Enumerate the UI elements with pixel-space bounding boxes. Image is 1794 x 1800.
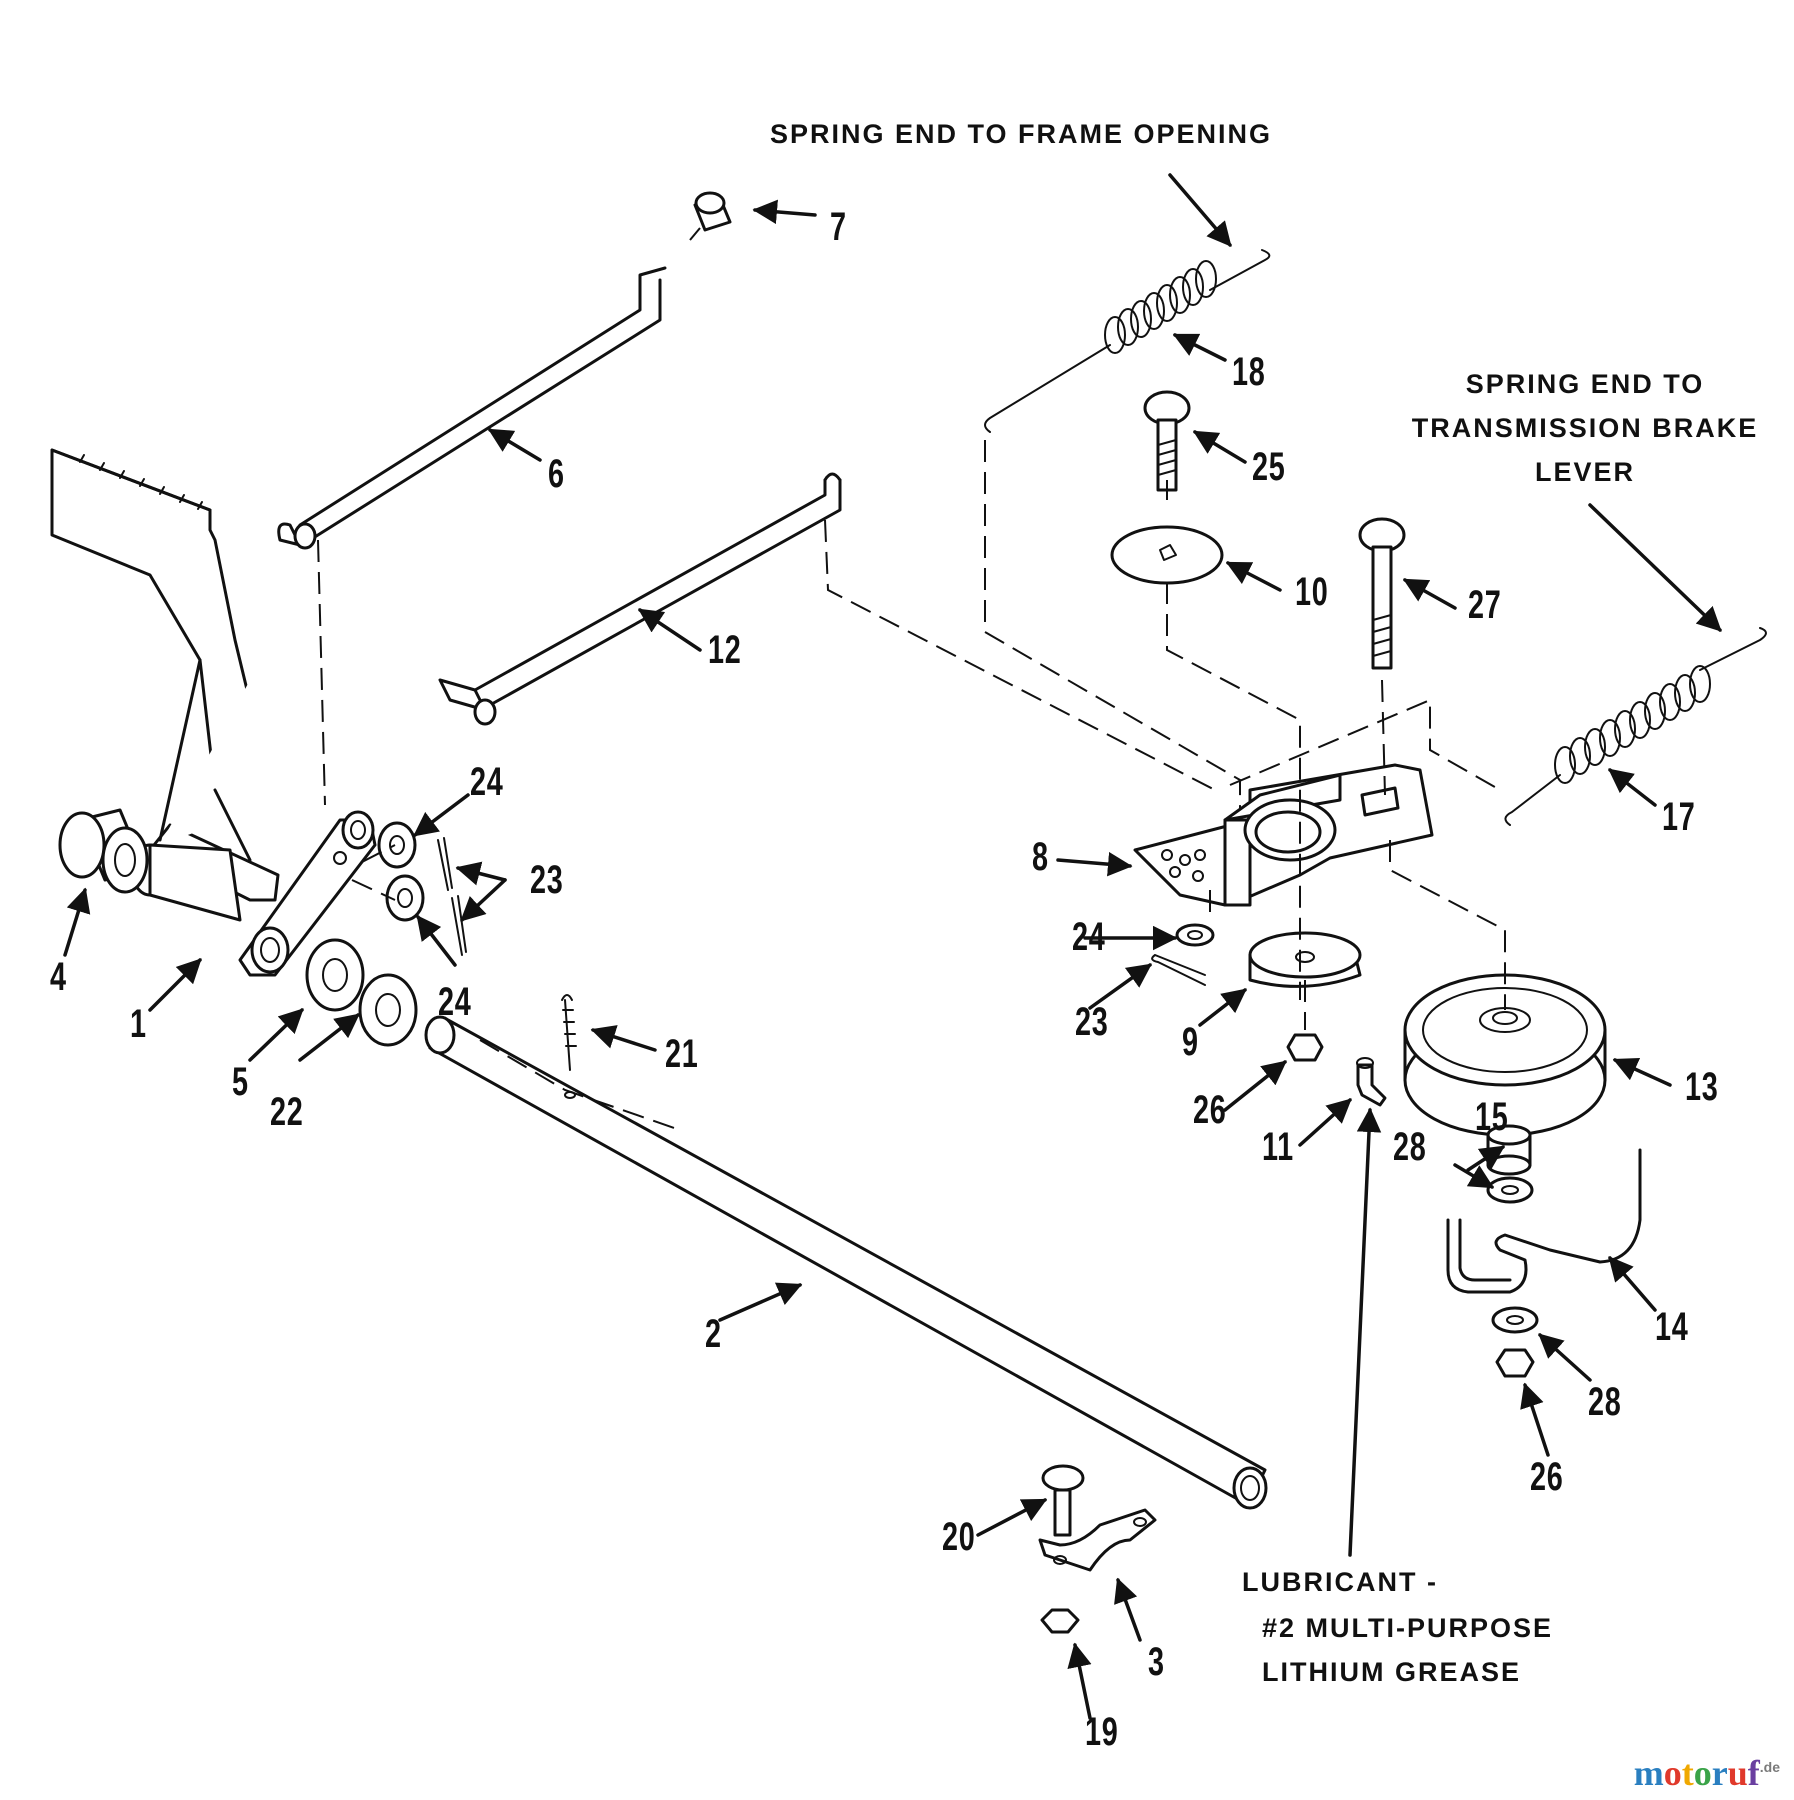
watermark-suffix: .de (1759, 1759, 1780, 1775)
callout-25: 25 (1252, 445, 1286, 489)
callout-27: 27 (1468, 583, 1502, 627)
callout-28-upper: 28 (1393, 1125, 1427, 1169)
cross-shaft-2 (424, 1015, 1268, 1510)
callout-1: 1 (130, 1002, 147, 1046)
callout-18: 18 (1232, 350, 1266, 394)
callout-26-bracket: 26 (1193, 1088, 1227, 1132)
callout-10: 10 (1295, 570, 1329, 614)
callout-11: 11 (1262, 1125, 1294, 1169)
note-lubricant-line1: LUBRICANT - (1242, 1567, 1438, 1597)
callout-7: 7 (830, 205, 847, 249)
bracket-hardware (1151, 923, 1362, 1062)
washer-10 (1110, 525, 1224, 585)
bolt-25 (1143, 390, 1191, 492)
note-lubricant-line3: LITHIUM GREASE (1262, 1657, 1522, 1687)
callout-3: 3 (1148, 1640, 1165, 1684)
note-brake-spring-line3: LEVER (1534, 457, 1636, 487)
pin-21 (561, 994, 577, 1099)
callout-13: 13 (1685, 1065, 1719, 1109)
bolt-27 (1358, 517, 1406, 670)
callout-5: 5 (232, 1060, 249, 1104)
note-lubricant-line2: #2 MULTI-PURPOSE (1262, 1613, 1554, 1643)
spring-18 (984, 249, 1271, 433)
spring-17 (1504, 627, 1767, 826)
assembly-lines (317, 440, 1506, 1131)
watermark-logo: motoruf.de (1633, 1753, 1780, 1793)
idler-bracket-8 (1133, 763, 1434, 907)
callout-24-right: 24 (1072, 915, 1106, 959)
callout-22: 22 (270, 1090, 304, 1134)
callout-9: 9 (1182, 1020, 1199, 1064)
callout-20: 20 (942, 1515, 976, 1559)
note-frame-spring: SPRING END TO FRAME OPENING (770, 119, 1273, 149)
callout-6: 6 (548, 452, 565, 496)
rod-6 (277, 191, 732, 550)
callout-24-upper: 24 (470, 760, 504, 804)
callout-8: 8 (1032, 835, 1049, 879)
note-brake-spring-line2: TRANSMISSION BRAKE (1411, 413, 1759, 443)
leader-arrows (63, 173, 1722, 1720)
callout-17: 17 (1662, 795, 1696, 839)
bushing-4 (58, 808, 149, 894)
pulley-13 (1403, 973, 1607, 1137)
brake-pedal (50, 448, 377, 977)
clamp-assembly (1038, 1464, 1157, 1634)
note-brake-spring-line1: SPRING END TO (1465, 369, 1705, 399)
callout-23-right: 23 (1075, 1000, 1109, 1044)
callout-2: 2 (705, 1312, 722, 1356)
callout-24-lower: 24 (438, 980, 472, 1024)
callout-14: 14 (1655, 1305, 1689, 1349)
callout-15: 15 (1475, 1095, 1509, 1139)
pulley-hardware (1356, 1057, 1642, 1378)
washers-left (305, 821, 467, 1047)
callout-12: 12 (708, 628, 742, 672)
callout-26-pulley: 26 (1530, 1455, 1564, 1499)
rod-12 (438, 472, 842, 726)
callout-21: 21 (665, 1032, 699, 1076)
callout-23-left: 23 (530, 858, 564, 902)
callout-28-lower: 28 (1588, 1380, 1622, 1424)
callout-4: 4 (50, 955, 67, 999)
callout-19: 19 (1085, 1710, 1119, 1754)
